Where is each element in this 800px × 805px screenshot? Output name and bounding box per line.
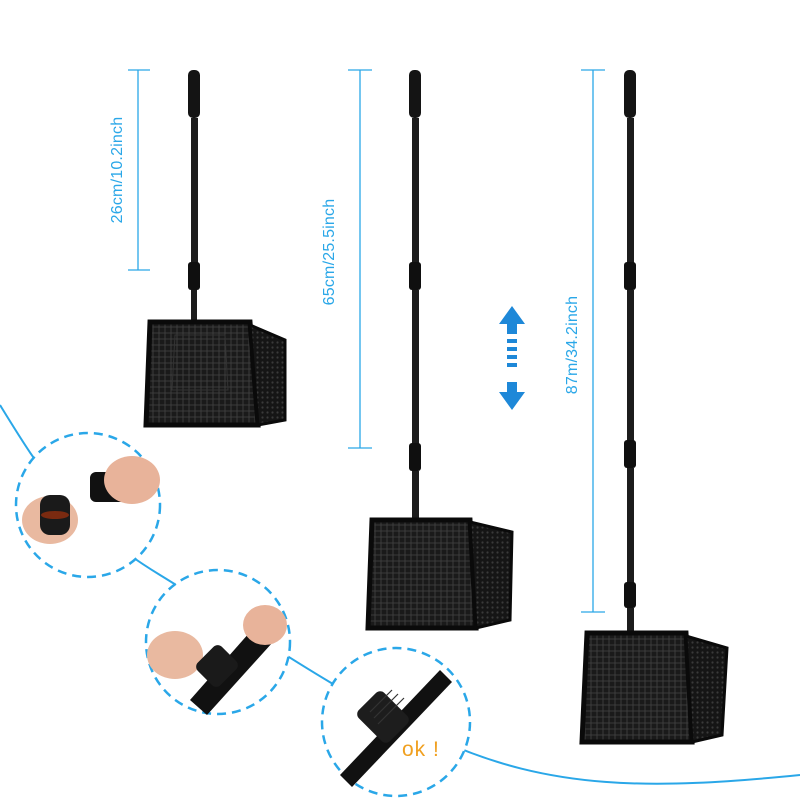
callout-step-1	[14, 431, 162, 579]
net-medium	[365, 70, 514, 631]
callout-step-3-ok	[320, 646, 472, 798]
dimension-label-medium: 65cm/25.5inch	[321, 198, 338, 306]
dimension-line-short	[128, 69, 150, 271]
callout-step-2	[144, 568, 292, 716]
dimension-label-short: 26cm/10.2inch	[109, 116, 126, 224]
net-long	[579, 70, 729, 745]
dimension-line-long	[581, 69, 605, 613]
dimension-label-long: 87m/34.2inch	[564, 295, 581, 395]
double-arrow-vertical-icon	[499, 306, 525, 410]
ok-label: ok !	[402, 738, 440, 761]
net-short	[143, 70, 287, 428]
dimension-line-medium	[348, 69, 372, 449]
